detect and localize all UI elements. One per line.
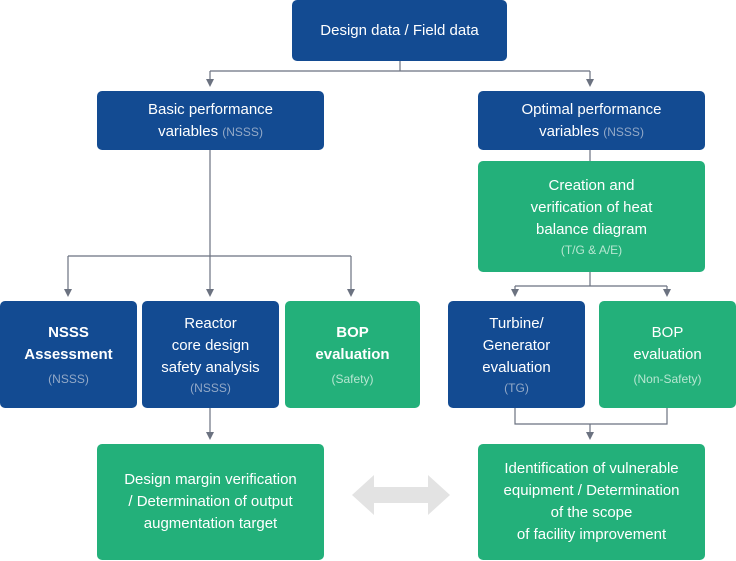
- bop-safety-line2: evaluation: [315, 345, 390, 363]
- heat-balance-line1: Creation and: [548, 176, 635, 194]
- optimal-performance-tag: (NSSS): [603, 124, 644, 139]
- identification-line2: equipment / Determination: [503, 482, 680, 499]
- basic-performance-tag: (NSSS): [222, 124, 263, 139]
- connector-bottom-merge: [514, 408, 668, 425]
- bop-evaluation-safety-box: BOP evaluation (Safety): [285, 301, 420, 408]
- turbine-line1: Turbine/: [489, 314, 544, 332]
- bop-safety-line1: BOP: [336, 323, 369, 341]
- basic-performance-variables-box: Basic performance variables (NSSS): [97, 91, 324, 150]
- identification-line3: of the scope: [550, 504, 633, 521]
- design-margin-line1: Design margin verification: [124, 471, 297, 488]
- bop-evaluation-nonsafety-box: BOP evaluation (Non-Safety): [599, 301, 736, 408]
- turbine-line2: Generator: [482, 336, 551, 354]
- vulnerable-equipment-box: Identification of vulnerable equipment /…: [478, 444, 705, 560]
- nsss-assessment-box: NSSS Assessment (NSSS): [0, 301, 137, 408]
- turbine-generator-box: Turbine/ Generator evaluation (TG): [448, 301, 585, 408]
- bop-safety-tag: (Safety): [331, 371, 374, 386]
- heat-balance-tag: (T/G & A/E): [560, 242, 623, 257]
- design-margin-line2: / Determination of output: [128, 493, 293, 510]
- nsss-assessment-tag: (NSSS): [48, 371, 89, 386]
- reactor-tag: (NSSS): [190, 380, 231, 395]
- identification-line4: of facility improvement: [516, 526, 667, 543]
- optimal-performance-variables-box: Optimal performance variables (NSSS): [478, 91, 705, 150]
- design-margin-verification-box: Design margin verification / Determinati…: [97, 444, 324, 560]
- heat-balance-diagram-box: Creation and verification of heat balanc…: [478, 161, 705, 272]
- heat-balance-line2: verification of heat: [530, 198, 653, 216]
- turbine-tag: (TG): [504, 380, 529, 395]
- turbine-line3: evaluation: [482, 358, 551, 376]
- nsss-assessment-line1: NSSS: [48, 323, 89, 341]
- design-field-data-label: Design data / Field data: [320, 21, 479, 39]
- optimal-performance-line2: variables (NSSS): [539, 122, 644, 140]
- bop-nonsafety-line2: evaluation: [633, 345, 702, 363]
- design-margin-line3: augmentation target: [143, 515, 278, 532]
- design-field-data-box: Design data / Field data: [292, 0, 507, 61]
- bop-nonsafety-line1: BOP: [651, 323, 684, 341]
- reactor-line2: core design: [171, 336, 250, 354]
- reactor-line1: Reactor: [184, 314, 237, 332]
- reactor-line3: safety analysis: [161, 358, 260, 376]
- basic-performance-line2: variables (NSSS): [158, 122, 263, 140]
- double-arrow: [352, 475, 450, 515]
- identification-line1: Identification of vulnerable: [504, 460, 679, 477]
- basic-performance-line1: Basic performance: [147, 100, 274, 118]
- nsss-assessment-line2: Assessment: [24, 345, 113, 363]
- bop-nonsafety-tag: (Non-Safety): [633, 371, 702, 386]
- reactor-core-safety-box: Reactor core design safety analysis (NSS…: [142, 301, 279, 408]
- optimal-performance-line1: Optimal performance: [521, 100, 662, 118]
- heat-balance-line3: balance diagram: [536, 220, 647, 238]
